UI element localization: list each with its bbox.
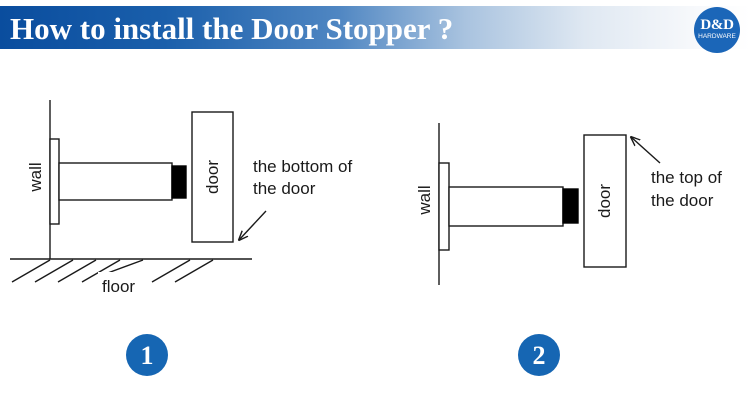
note-line-1: the top of [651,168,722,187]
note-line-1: the bottom of [253,157,353,176]
wall-label: wall [26,162,45,192]
door-rect [583,134,627,268]
note-line-2: the door [651,191,714,210]
door-label: door [595,184,614,218]
stopper-body [58,162,173,201]
brand-logo: D&D HARDWARE [694,7,740,53]
page-title: How to install the Door Stopper ? [10,11,454,46]
logo-text: D&D [700,17,734,33]
door-label: door [203,160,222,194]
step-1-badge: 1 [126,334,168,376]
diagram-1-labels: wall door floor the bottom of the door [26,157,353,296]
diagram-2-labels: wall door the top of the door [415,168,722,218]
stopper-rubber-tip [171,165,187,199]
stopper-rubber-tip [562,188,579,224]
note-line-2: the door [253,179,316,198]
door-rect [191,111,234,243]
diagram-1 [10,100,267,283]
diagram-2 [438,123,661,285]
pointer-arrow [631,137,661,164]
logo-subtext: HARDWARE [698,33,736,40]
pointer-arrow [239,210,267,240]
wall-plate [49,138,60,225]
floor-label: floor [102,277,135,296]
floor-hatching [11,259,214,283]
stopper-body [448,186,564,227]
wall-label: wall [415,185,434,215]
step-2-badge: 2 [518,334,560,376]
title-banner [0,6,750,49]
wall-plate [438,162,450,251]
